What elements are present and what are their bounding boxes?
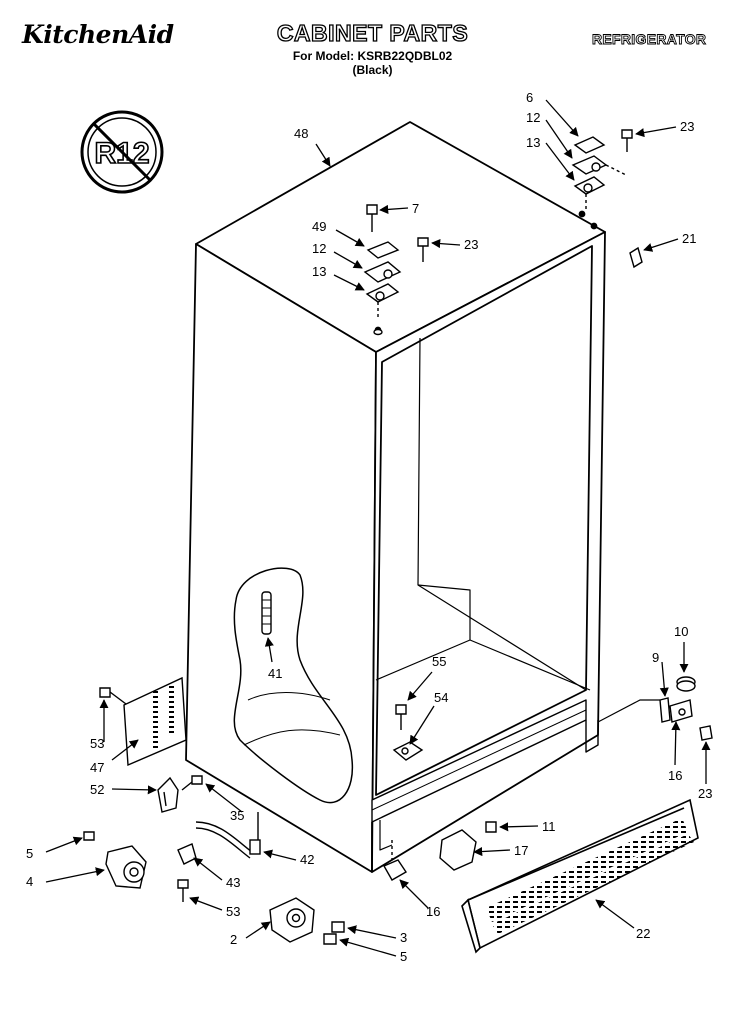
bracket-16-lower xyxy=(383,840,407,881)
callout-5: 5 xyxy=(400,949,407,964)
callout-53: 53 xyxy=(226,904,240,919)
callout-21: 21 xyxy=(682,231,696,246)
brand-logo: KitchenAid xyxy=(22,20,174,49)
top-hinge-right-assembly xyxy=(571,129,633,212)
callout-11: 11 xyxy=(542,819,556,834)
cabinet-shell xyxy=(185,121,606,873)
callout-12: 12 xyxy=(526,110,540,125)
callout-48: 48 xyxy=(294,126,308,141)
r12-refrigerant-badge: R12 xyxy=(80,110,164,194)
leader-lines xyxy=(45,99,711,957)
callout-13: 13 xyxy=(312,264,326,279)
top-hinge-left-assembly xyxy=(363,204,429,336)
callout-49: 49 xyxy=(312,219,326,234)
insulation-cutaway xyxy=(233,567,354,804)
callout-3: 3 xyxy=(400,930,407,945)
roller-bracket-right xyxy=(597,676,713,741)
callout-13: 13 xyxy=(526,135,540,150)
callout-23: 23 xyxy=(698,786,712,801)
toe-grille-22 xyxy=(461,798,699,954)
callout-12: 12 xyxy=(312,241,326,256)
callout-52: 52 xyxy=(90,782,104,797)
wheel-assembly-4 xyxy=(83,831,147,889)
callout-43: 43 xyxy=(226,875,240,890)
callout-9: 9 xyxy=(652,650,659,665)
callout-23: 23 xyxy=(464,237,478,252)
appliance-category: REFRIGERATOR xyxy=(592,31,707,48)
screw-bracket-55-54 xyxy=(392,704,424,761)
callout-5: 5 xyxy=(26,846,33,861)
callout-labels: 48 6 12 13 23 7 49 12 13 23 21 41 55 54 … xyxy=(26,90,712,964)
callout-4: 4 xyxy=(26,874,33,889)
callout-17: 17 xyxy=(514,843,528,858)
callout-55: 55 xyxy=(432,654,446,669)
callout-22: 22 xyxy=(636,926,650,941)
callout-6: 6 xyxy=(526,90,533,105)
model-variant: (Black) xyxy=(352,63,393,77)
bracket-52 xyxy=(157,775,203,813)
bracket-17 xyxy=(439,821,497,871)
callout-23: 23 xyxy=(680,119,694,134)
water-tube-42 xyxy=(195,812,261,859)
callout-35: 35 xyxy=(230,808,244,823)
badge-text: R12 xyxy=(94,137,149,170)
callout-16: 16 xyxy=(668,768,682,783)
callout-7: 7 xyxy=(412,201,419,216)
callout-53: 53 xyxy=(90,736,104,751)
wheel-assembly-2 xyxy=(269,897,345,945)
callout-54: 54 xyxy=(434,690,448,705)
callout-2: 2 xyxy=(230,932,237,947)
clip-43-screw-53 xyxy=(177,843,197,902)
rear-panel-47 xyxy=(99,676,187,767)
callout-47: 47 xyxy=(90,760,104,775)
callout-16: 16 xyxy=(426,904,440,919)
callout-41: 41 xyxy=(268,666,282,681)
page-title: CABINET PARTS xyxy=(276,19,469,46)
model-number: For Model: KSRB22QDBL02 xyxy=(292,49,453,63)
clip-part-21 xyxy=(629,246,643,269)
callout-10: 10 xyxy=(674,624,688,639)
callout-42: 42 xyxy=(300,852,314,867)
